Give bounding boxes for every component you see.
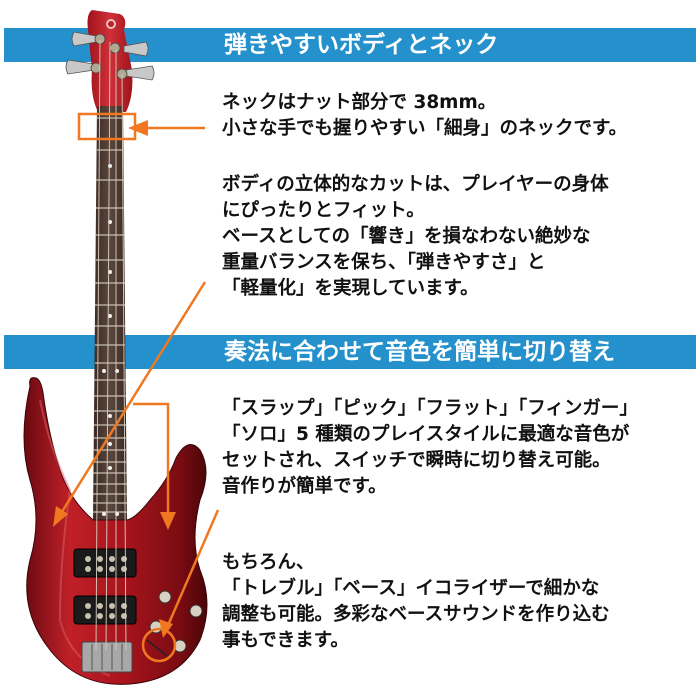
text-line: 事もできます。 — [222, 630, 349, 651]
switch-circle — [141, 627, 177, 663]
text-line: セットされ、スイッチで瞬時に切り替え可能。 — [222, 450, 611, 471]
text-line: ネックはナット部分で 38mm。 — [222, 92, 497, 113]
text-line: 「スラップ」「ピック」「フラット」「フィンガー」 — [222, 398, 638, 419]
text-line: 「軽量化」を実現しています。 — [222, 278, 479, 299]
body-description: ボディの立体的なカットは、プレイヤーの身体 にぴったりとフィット。 ベースとして… — [222, 172, 609, 302]
text-line: ベースとしての「響き」を損なわない絶妙な — [222, 226, 591, 247]
section-2-heading: 奏法に合わせて音色を簡単に切り替え — [224, 339, 615, 365]
section-1-heading: 弾きやすいボディとネック — [224, 32, 499, 58]
playstyle-description: 「スラップ」「ピック」「フラット」「フィンガー」 「ソロ」5 種類のプレイスタイ… — [222, 396, 638, 500]
text-line: にぴったりとフィット。 — [222, 200, 425, 221]
body — [23, 377, 208, 685]
text-line: 重量バランスを保ち、「弾きやすさ」と — [222, 252, 546, 273]
annotations — [58, 112, 220, 663]
text-line: もちろん、 — [222, 552, 315, 573]
text-line: 「トレブル」「ベース」イコライザーで細かな — [222, 578, 600, 599]
equalizer-description: もちろん、 「トレブル」「ベース」イコライザーで細かな 調整も可能。多彩なベース… — [222, 550, 610, 654]
text-line: 調整も可能。多彩なベースサウンドを作り込む — [222, 604, 610, 625]
text-line: 音作りが簡単です。 — [222, 476, 387, 497]
arrowheads — [53, 120, 176, 638]
text-line: 小さな手でも握りやすい「細身」のネックです。 — [222, 118, 628, 139]
text-line: ボディの立体的なカットは、プレイヤーの身体 — [222, 174, 609, 195]
fretboard — [93, 106, 127, 520]
neck-description: ネックはナット部分で 38mm。 小さな手でも握りやすい「細身」のネックです。 — [222, 90, 627, 142]
text-line: 「ソロ」5 種類のプレイスタイルに最適な音色が — [222, 424, 630, 445]
